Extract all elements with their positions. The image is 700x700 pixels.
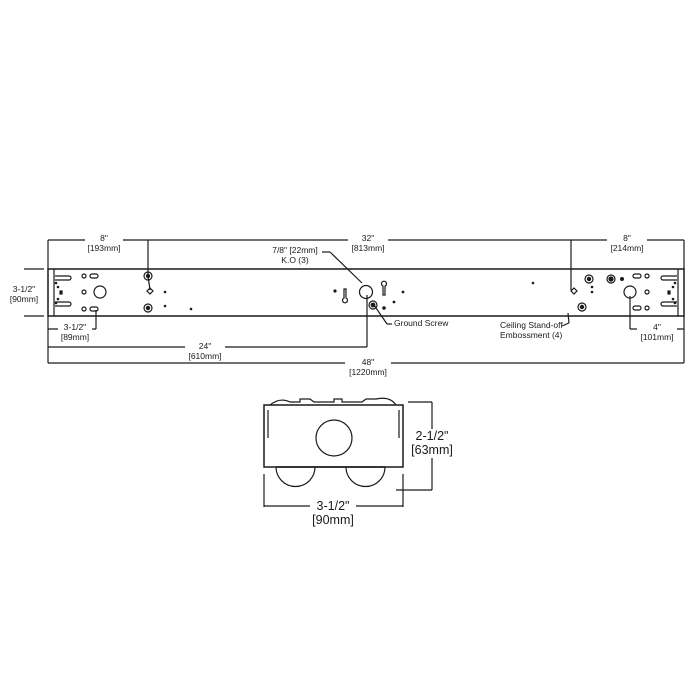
dim-imperial: 3-1/2"	[12, 284, 36, 294]
rivet-dots	[54, 277, 677, 311]
dim-imperial: 8"	[100, 233, 108, 243]
dim-metric: [610mm]	[188, 350, 222, 361]
dim-imperial: 24"	[198, 341, 212, 351]
dim-metric: [813mm]	[351, 242, 385, 253]
callout-line: Ceiling Stand-off	[500, 320, 563, 330]
fixture-bar-top-view	[47, 268, 685, 317]
dim-imperial: 4"	[653, 322, 661, 332]
dim-height-3-5: 3-1/2" [90mm]	[4, 284, 44, 305]
callout-line: K.O (3)	[281, 254, 309, 265]
dim-24: 24" [610mm]	[185, 341, 225, 362]
dim-left-inner-3-5: 3-1/2" [89mm]	[58, 322, 92, 343]
dim-imperial: 32"	[361, 233, 375, 243]
callout-standoff: Ceiling Stand-off Embossment (4)	[500, 320, 563, 341]
dim-metric: [101mm]	[640, 331, 674, 342]
dim-left-8: 8" [193mm]	[85, 233, 123, 254]
dimension-lines-top	[24, 239, 685, 364]
fixture-end-view	[263, 397, 433, 507]
dim-metric: [63mm]	[411, 443, 453, 458]
dim-right-4: 4" [101mm]	[637, 322, 677, 343]
dim-imperial: 3-1/2"	[63, 322, 87, 332]
dim-metric: [90mm]	[312, 513, 354, 528]
dim-32: 32" [813mm]	[348, 233, 388, 254]
dim-imperial: 8"	[623, 233, 631, 243]
callout-ground-screw: Ground Screw	[394, 318, 449, 328]
end-dim-width: 3-1/2" [90mm]	[310, 499, 356, 528]
dim-metric: [1220mm]	[349, 366, 387, 377]
callout-knockout: 7/8" [22mm] K.O (3)	[268, 245, 322, 266]
dim-metric: [90mm]	[9, 293, 39, 304]
dim-metric: [193mm]	[87, 242, 121, 253]
dim-imperial: 2-1/2"	[415, 429, 449, 443]
dim-48: 48" [1220mm]	[345, 357, 391, 378]
dim-imperial: 3-1/2"	[316, 499, 350, 513]
dim-metric: [214mm]	[610, 242, 644, 253]
callout-line: Embossment (4)	[500, 329, 563, 340]
callout-line: 7/8" [22mm]	[272, 245, 318, 255]
dim-right-8: 8" [214mm]	[607, 233, 647, 254]
end-dim-height: 2-1/2" [63mm]	[409, 429, 455, 458]
dim-imperial: 48"	[361, 357, 375, 367]
dim-metric: [89mm]	[60, 331, 90, 342]
